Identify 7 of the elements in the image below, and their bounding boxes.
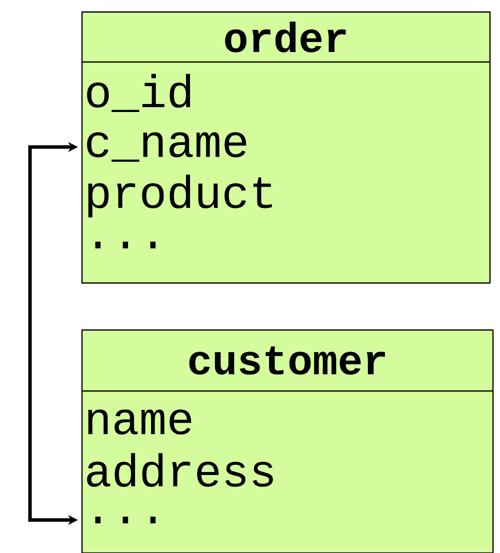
field-name: o_id [87, 74, 190, 112]
field-name: ... [95, 516, 156, 524]
field-name: product [88, 174, 272, 218]
field-name: ... [95, 242, 156, 248]
field-name: name [88, 409, 192, 435]
field-name: address [87, 453, 273, 487]
field-name: c_name [87, 132, 246, 162]
